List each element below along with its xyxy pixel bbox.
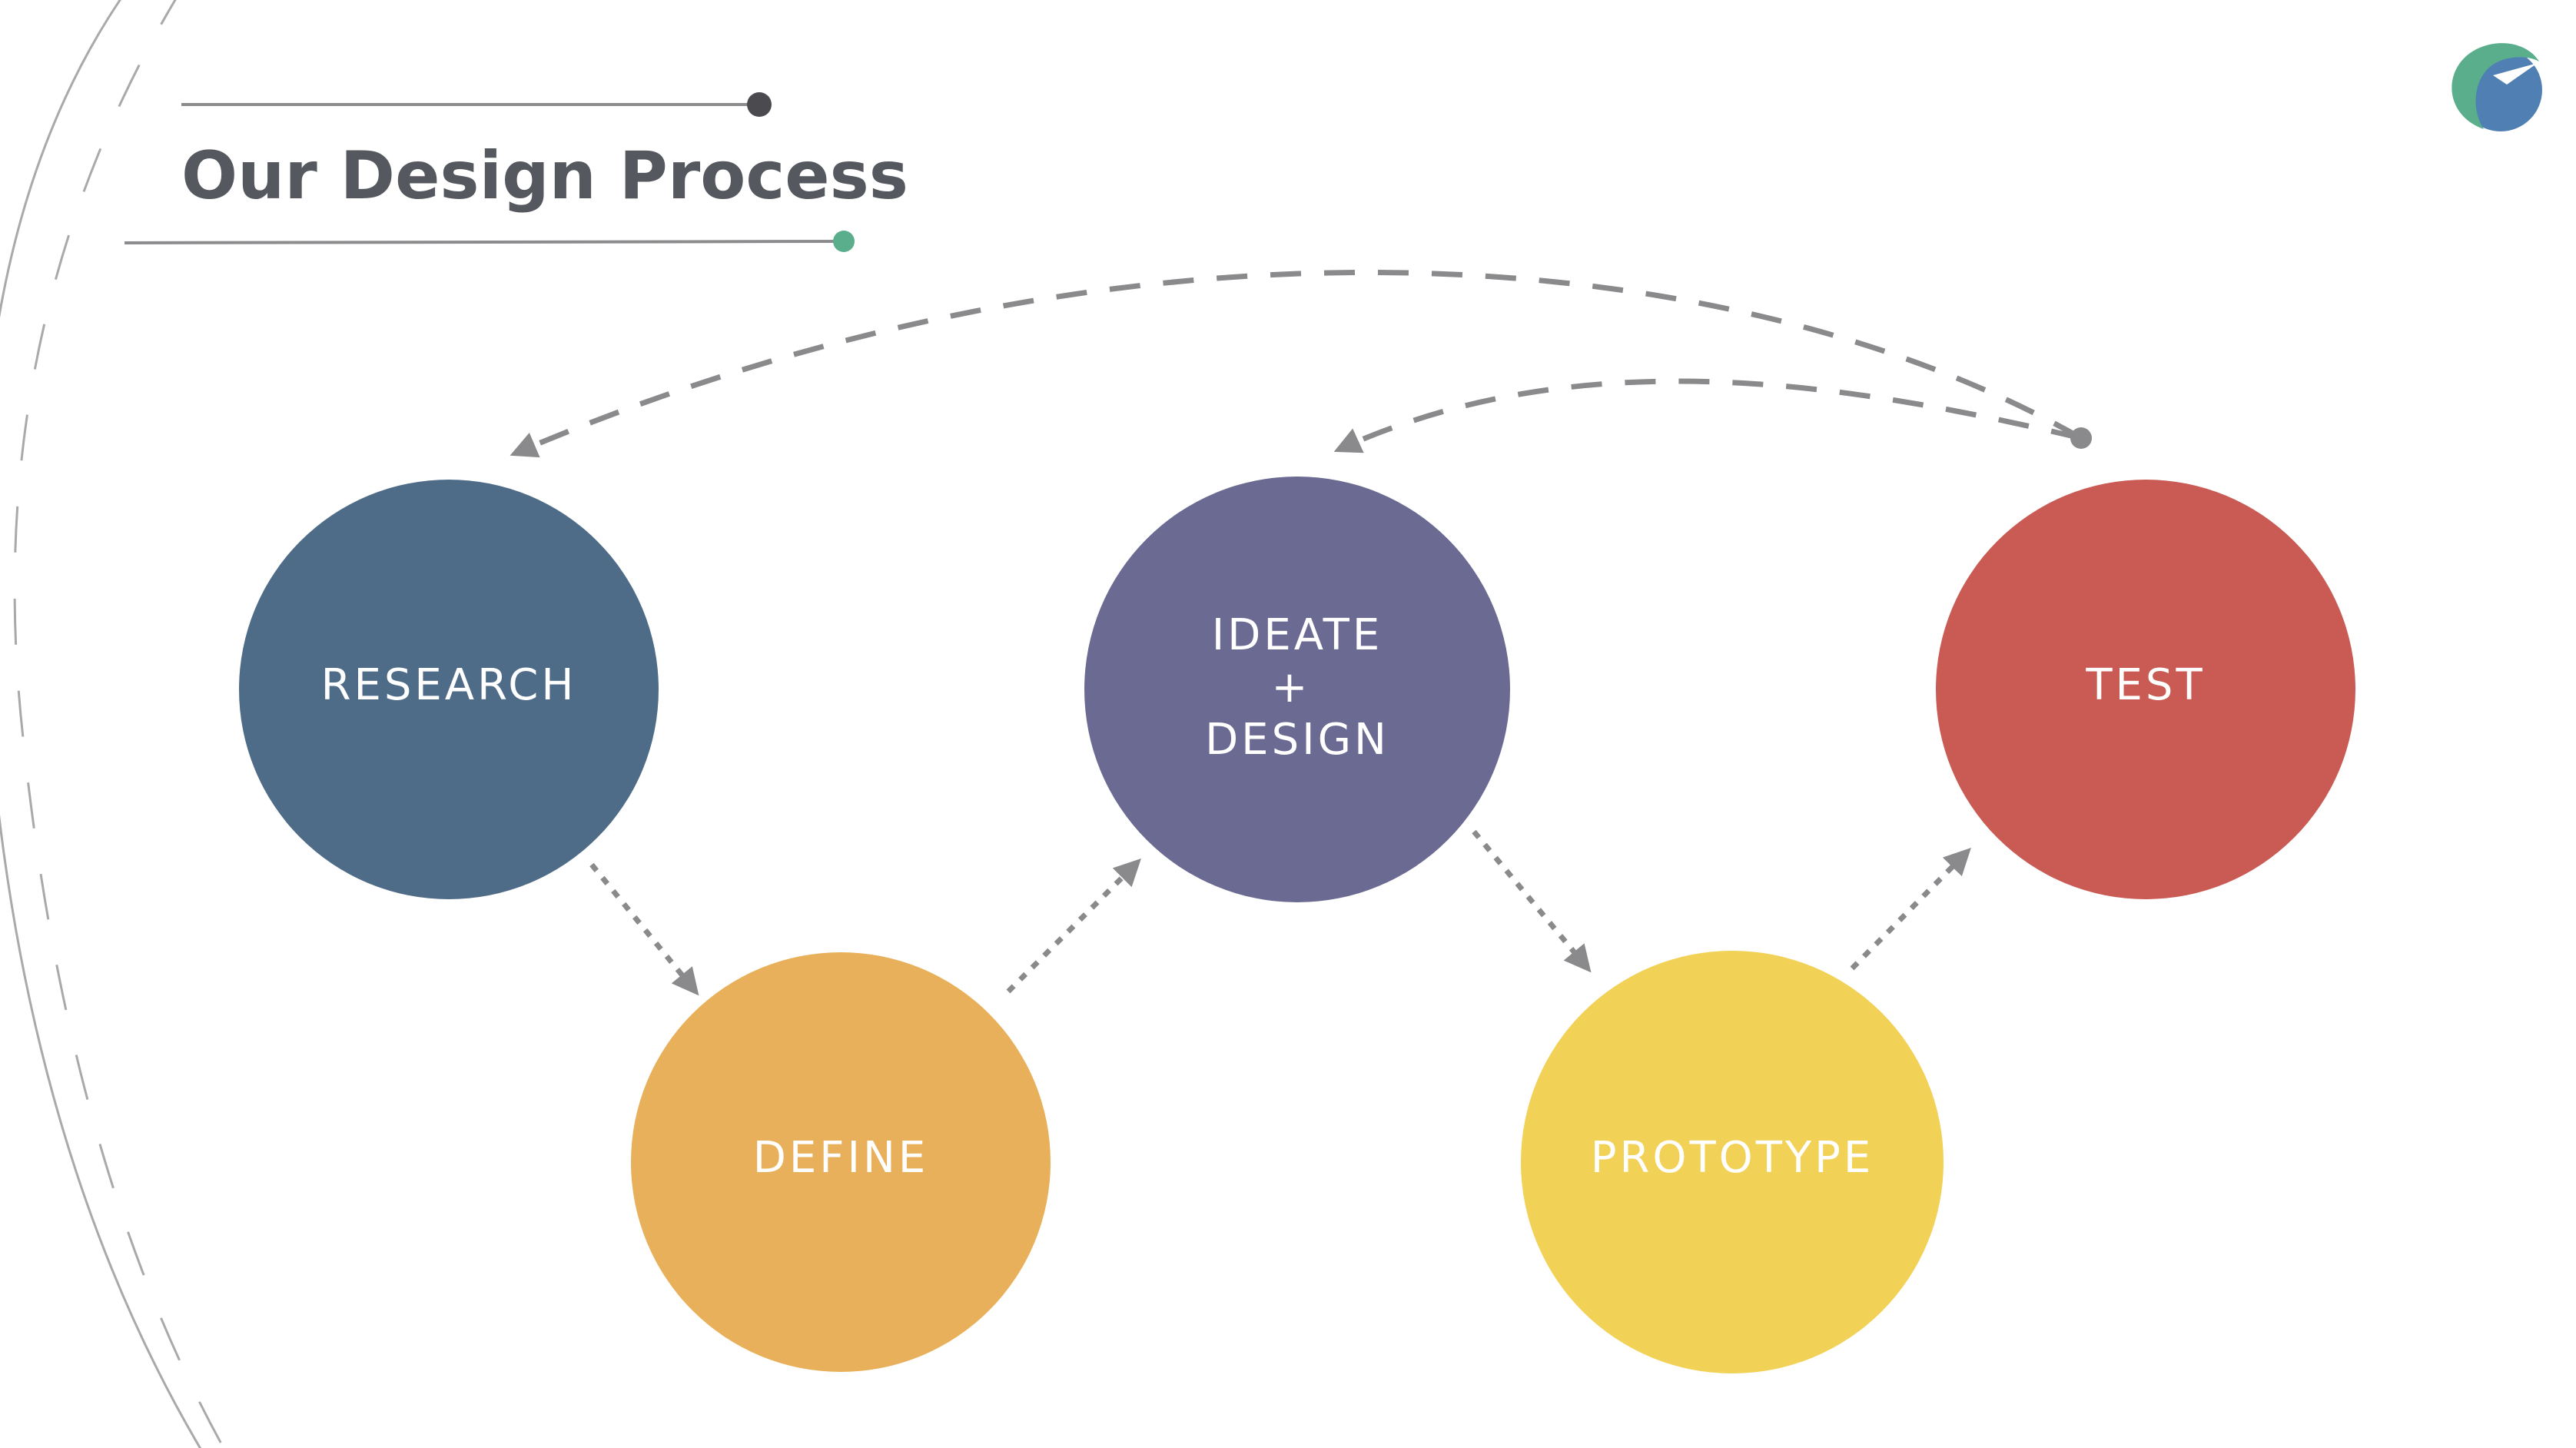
title-block: Our Design Process: [124, 92, 908, 252]
stage-circle-define: [631, 952, 1051, 1372]
stage-labels: RESEARCH DEFINE IDEATE + DESIGN PROTOTYP…: [321, 610, 2205, 1183]
feedback-origin-dot: [2070, 427, 2092, 449]
arrow-define-to-ideate: [1006, 859, 1141, 994]
stage-label-ideate-plus: +: [1272, 663, 1311, 712]
company-logo-icon: [2452, 43, 2542, 131]
arrow-research-to-define: [589, 862, 699, 996]
step-arrows: [589, 829, 1971, 996]
stage-label-research: RESEARCH: [321, 660, 577, 710]
stage-circles: [239, 477, 2355, 1373]
stage-label-define: DEFINE: [753, 1133, 929, 1183]
stage-circle-prototype: [1521, 951, 1944, 1373]
decorative-arc-outer: [0, 0, 202, 1448]
feedback-arrow-test-to-research: [510, 269, 2083, 458]
stage-label-prototype: PROTOTYPE: [1591, 1133, 1874, 1183]
title-rule-bottom: [124, 240, 843, 244]
stage-label-ideate: IDEATE: [1212, 610, 1383, 660]
stage-label-design: DESIGN: [1205, 715, 1389, 765]
decorative-arc-inner-dashed: [13, 0, 225, 1448]
stage-circle-research: [239, 480, 659, 899]
arrow-ideate-to-prototype: [1472, 829, 1592, 973]
decorative-arcs: [0, 0, 225, 1448]
feedback-arrows: [510, 269, 2083, 458]
title-rule-top-dot: [747, 92, 772, 117]
stage-label-test: TEST: [2085, 660, 2205, 710]
title-rule-bottom-dot: [833, 231, 855, 252]
arrow-prototype-to-test: [1850, 848, 1971, 971]
feedback-arrow-test-to-ideate: [1333, 378, 2082, 453]
stage-circle-ideate: [1084, 477, 1510, 902]
page-title: Our Design Process: [181, 138, 908, 214]
stage-circle-test: [1936, 480, 2355, 899]
